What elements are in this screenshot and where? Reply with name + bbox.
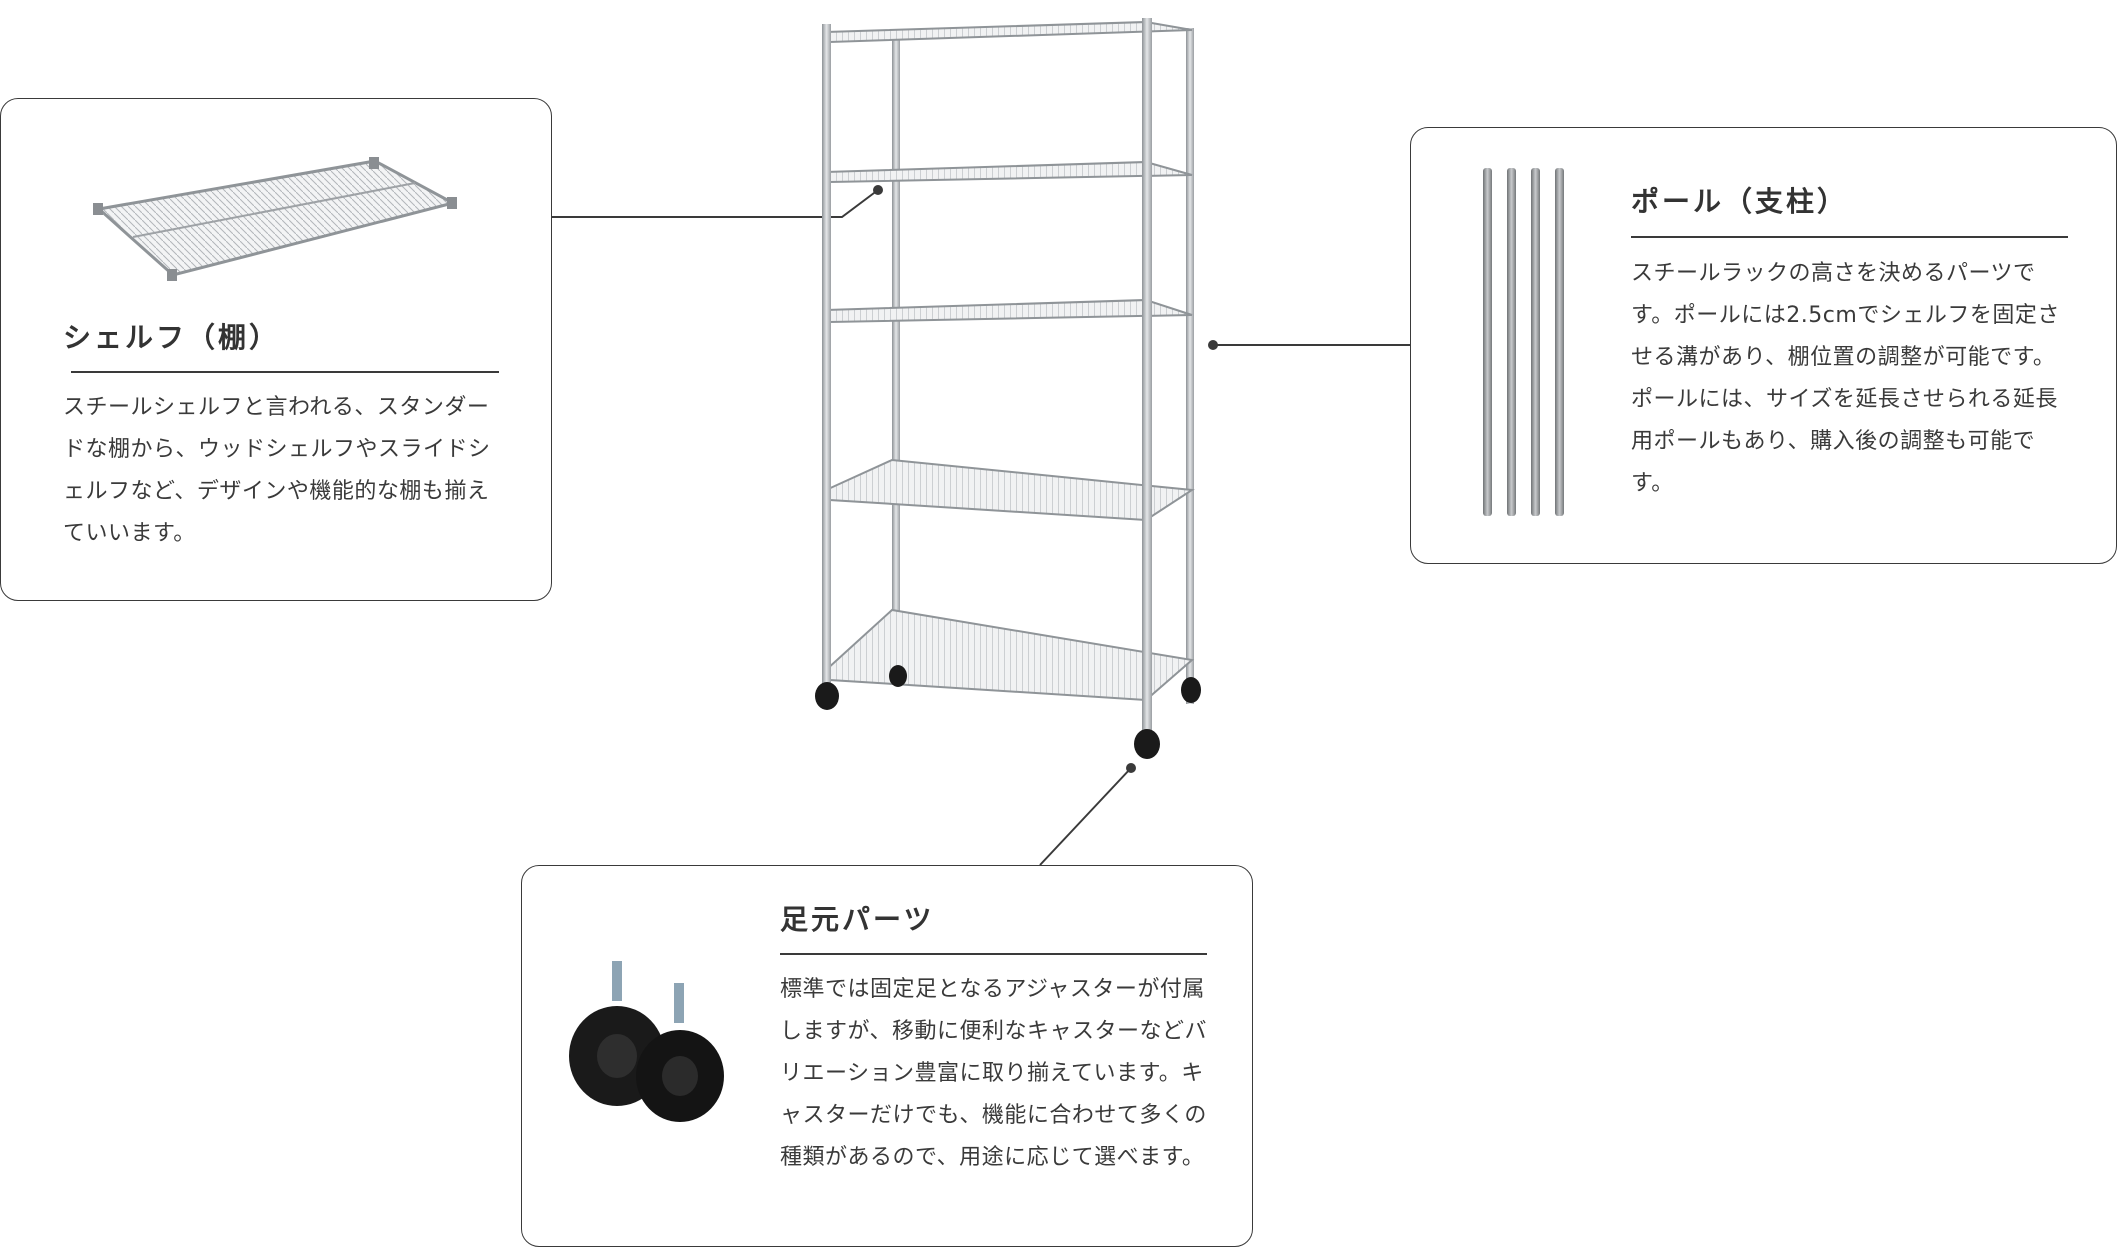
steel-rack-image <box>815 18 1201 759</box>
shelf-card: シェルフ（棚） スチールシェルフと言われる、スタンダードな棚から、ウッドシェルフ… <box>0 98 552 601</box>
foot-title-rule <box>780 953 1207 955</box>
shelf-pointer-dot <box>873 185 883 195</box>
foot-connector <box>1039 767 1132 866</box>
shelf-title: シェルフ（棚） <box>63 321 281 354</box>
pole-title-rule <box>1631 236 2068 238</box>
foot-title: 足元パーツ <box>780 903 935 936</box>
shelf-connector <box>551 189 879 218</box>
pole-pointer-dot <box>1208 340 1218 350</box>
pole-card: ポール（支柱） スチールラックの高さを決めるパーツです。ポールには2.5cmでシ… <box>1410 127 2117 564</box>
shelf-description: スチールシェルフと言われる、スタンダードな棚から、ウッドシェルフやスライドシェル… <box>63 395 491 546</box>
caster-image <box>569 961 724 1122</box>
shelf-title-rule <box>71 371 499 373</box>
pole-description: スチールラックの高さを決めるパーツです。ポールには2.5cmでシェルフを固定させ… <box>1631 261 2060 496</box>
foot-description: 標準では固定足となるアジャスターが付属しますが、移動に便利なキャスターなどバリエ… <box>780 977 1208 1170</box>
foot-pointer-dot <box>1126 763 1136 773</box>
wire-shelf-image <box>93 157 458 281</box>
pole-title: ポール（支柱） <box>1631 185 1849 218</box>
pole-image <box>1483 168 1564 516</box>
foot-card: 足元パーツ 標準では固定足となるアジャスターが付属しますが、移動に便利なキャスタ… <box>521 865 1253 1247</box>
